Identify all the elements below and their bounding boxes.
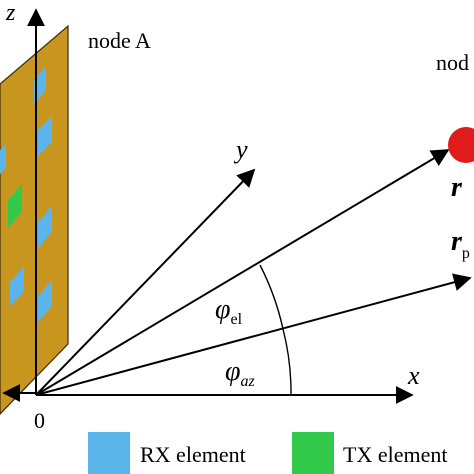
target-point — [448, 127, 474, 163]
label-phi-az-sub: az — [241, 373, 256, 390]
label-r: r — [451, 172, 463, 203]
label-r-p-base: r — [451, 226, 463, 257]
label-phi-el-sub: el — [231, 311, 243, 328]
legend-tx-swatch — [292, 432, 334, 474]
rx-element — [38, 280, 52, 322]
label-phi-el-symbol: φ — [215, 294, 231, 325]
label-phi-az-symbol: φ — [225, 356, 241, 387]
legend-rx-label: RX element — [140, 442, 246, 467]
azimuth-arc — [282, 328, 292, 396]
label-axis-x: x — [407, 361, 420, 390]
y-axis — [35, 168, 256, 396]
label-r-p: rp — [451, 226, 470, 262]
legend-tx-label: TX element — [343, 442, 447, 467]
tx-element — [8, 184, 22, 228]
r-vector — [35, 149, 450, 396]
legend-rx-swatch — [88, 432, 130, 474]
label-axis-z: z — [5, 0, 16, 26]
rx-element — [0, 144, 6, 174]
rx-element — [38, 206, 52, 248]
rx-element — [10, 266, 24, 306]
label-phi-az: φaz — [225, 356, 256, 390]
label-origin: 0 — [34, 408, 45, 433]
label-phi-el: φel — [215, 294, 243, 328]
elevation-arc — [259, 264, 284, 330]
rx-element — [38, 116, 52, 156]
label-r-p-sub: p — [462, 245, 470, 262]
label-node-a: node A — [88, 28, 151, 53]
rp-vector — [35, 273, 472, 396]
label-node-b: nod — [436, 50, 469, 75]
label-axis-y: y — [233, 135, 248, 164]
